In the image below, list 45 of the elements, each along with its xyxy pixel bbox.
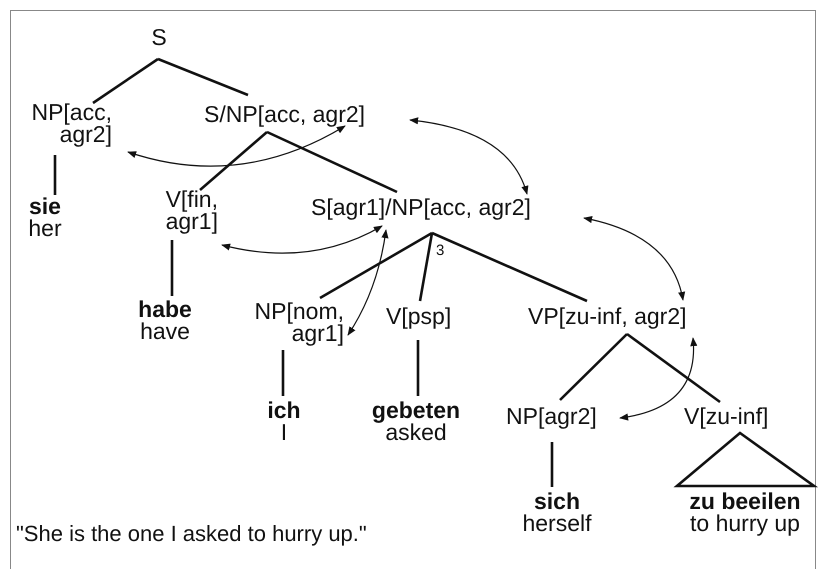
- german-word: habe: [137, 298, 193, 320]
- category-label: V[psp]: [386, 305, 468, 327]
- tree-branch: [416, 340, 420, 396]
- tree-branch: [92, 58, 159, 104]
- tree-branch: [319, 232, 433, 300]
- agreement-arrow: [619, 337, 697, 420]
- tree-branch: [266, 130, 398, 194]
- category-label: S: [146, 26, 172, 48]
- edge-label: 3: [436, 243, 444, 259]
- translation-note: "She is the one I asked to hurry up.": [16, 522, 367, 546]
- category-label: VP[zu-inf, agr2]: [528, 305, 728, 327]
- category-label: V[fin, agr1]: [138, 188, 218, 232]
- german-word: gebeten: [370, 399, 462, 421]
- german-word: sich: [532, 490, 582, 512]
- agreement-arrow: [348, 229, 388, 336]
- english-gloss: I: [280, 421, 288, 443]
- category-label: S[agr1]/NP[acc, agr2]: [311, 196, 581, 218]
- category-label: S/NP[acc, agr2]: [204, 103, 404, 125]
- agreement-arrow: [127, 125, 346, 167]
- english-gloss: to hurry up: [689, 512, 801, 534]
- german-word: ich: [266, 399, 302, 421]
- category-label: V[zu-inf]: [684, 405, 796, 427]
- tree-branch: [559, 333, 628, 401]
- german-word: sie: [28, 195, 62, 217]
- tree-branch: [199, 131, 268, 191]
- tree-branch: [158, 58, 248, 96]
- tree-branch: [282, 350, 284, 396]
- tree-branch: [431, 232, 588, 302]
- english-gloss: asked: [385, 421, 447, 443]
- english-gloss: have: [139, 320, 191, 342]
- tree-branch: [170, 240, 174, 296]
- tree-branch: [418, 232, 434, 302]
- category-label: NP[nom, agr1]: [238, 300, 344, 344]
- category-label: NP[acc, agr2]: [14, 101, 112, 145]
- english-gloss: herself: [521, 512, 593, 534]
- agreement-arrow: [583, 216, 685, 301]
- agreement-arrow: [409, 117, 528, 195]
- agreement-arrow: [221, 225, 383, 254]
- english-gloss: her: [27, 217, 63, 239]
- tree-branch: [550, 442, 554, 487]
- roof-triangle: [673, 431, 818, 488]
- tree-branch: [54, 155, 56, 195]
- tree-branch: [626, 332, 721, 404]
- category-label: NP[agr2]: [506, 405, 618, 427]
- german-word: zu beeilen: [688, 490, 802, 512]
